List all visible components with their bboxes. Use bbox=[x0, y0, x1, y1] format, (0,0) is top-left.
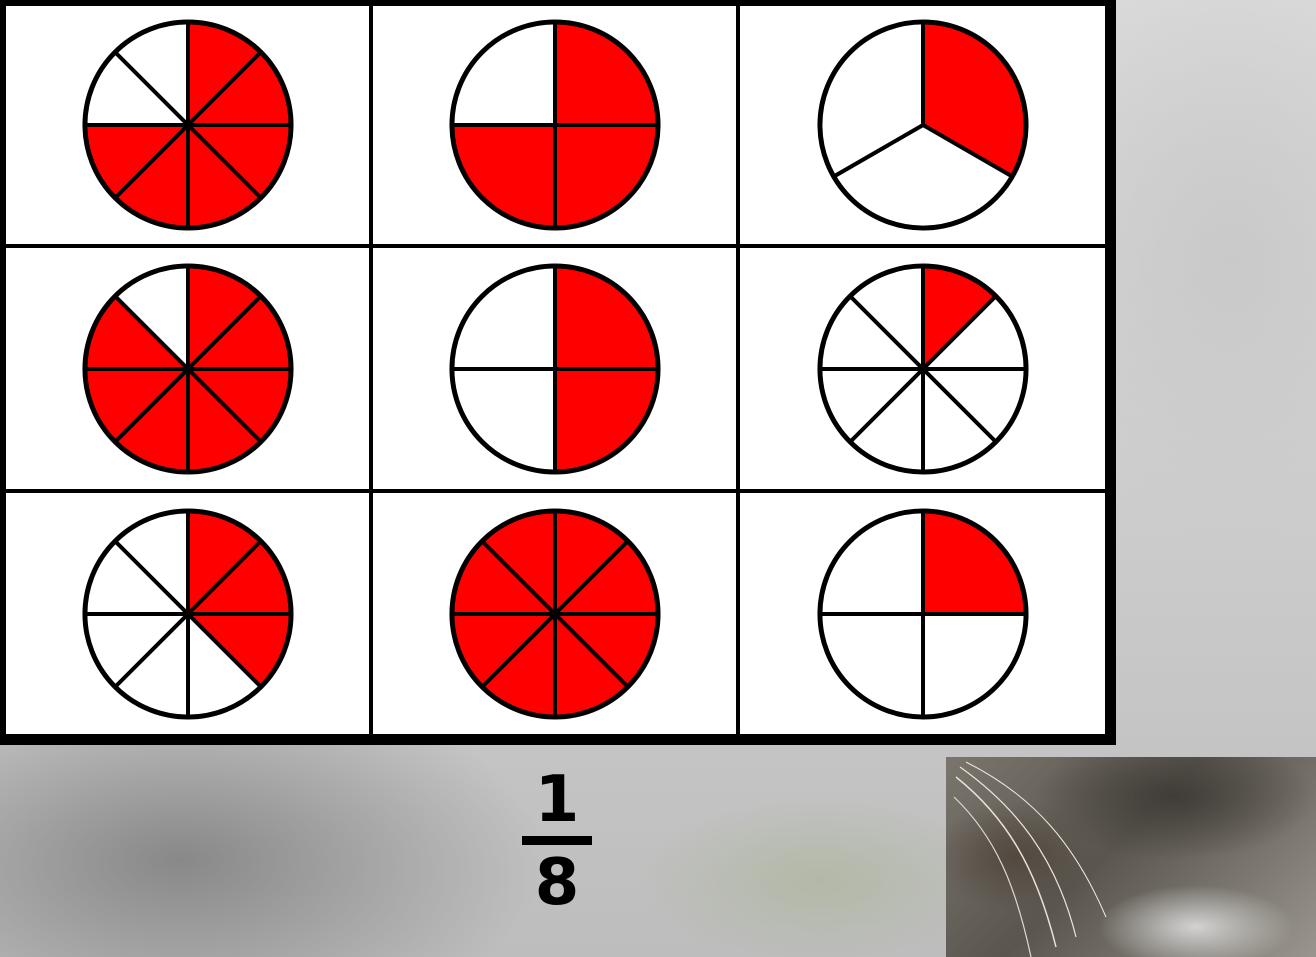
fraction-numerator: 1 bbox=[535, 768, 580, 832]
target-fraction: 1 8 bbox=[520, 768, 594, 928]
pie-chart bbox=[446, 505, 664, 723]
fraction-bar bbox=[522, 836, 592, 845]
pie-chart bbox=[79, 16, 297, 234]
fraction-denominator: 8 bbox=[535, 851, 580, 915]
pie-card-5[interactable] bbox=[373, 248, 736, 489]
pie-chart bbox=[446, 16, 664, 234]
pie-chart bbox=[814, 16, 1032, 234]
whisker-decoration bbox=[946, 757, 1316, 957]
pie-chart bbox=[446, 260, 664, 478]
pie-card-2[interactable] bbox=[373, 6, 736, 244]
pie-chart bbox=[79, 260, 297, 478]
cat-photo bbox=[946, 757, 1316, 957]
pie-card-1[interactable] bbox=[6, 6, 369, 244]
pie-card-4[interactable] bbox=[6, 248, 369, 489]
pie-card-8[interactable] bbox=[373, 493, 736, 734]
pie-chart bbox=[814, 505, 1032, 723]
pie-card-7[interactable] bbox=[6, 493, 369, 734]
pie-chart bbox=[79, 505, 297, 723]
pie-chart bbox=[814, 260, 1032, 478]
pie-card-6[interactable] bbox=[740, 248, 1105, 489]
pie-card-3[interactable] bbox=[740, 6, 1105, 244]
fraction-card-grid bbox=[0, 0, 1116, 745]
pie-card-9[interactable] bbox=[740, 493, 1105, 734]
